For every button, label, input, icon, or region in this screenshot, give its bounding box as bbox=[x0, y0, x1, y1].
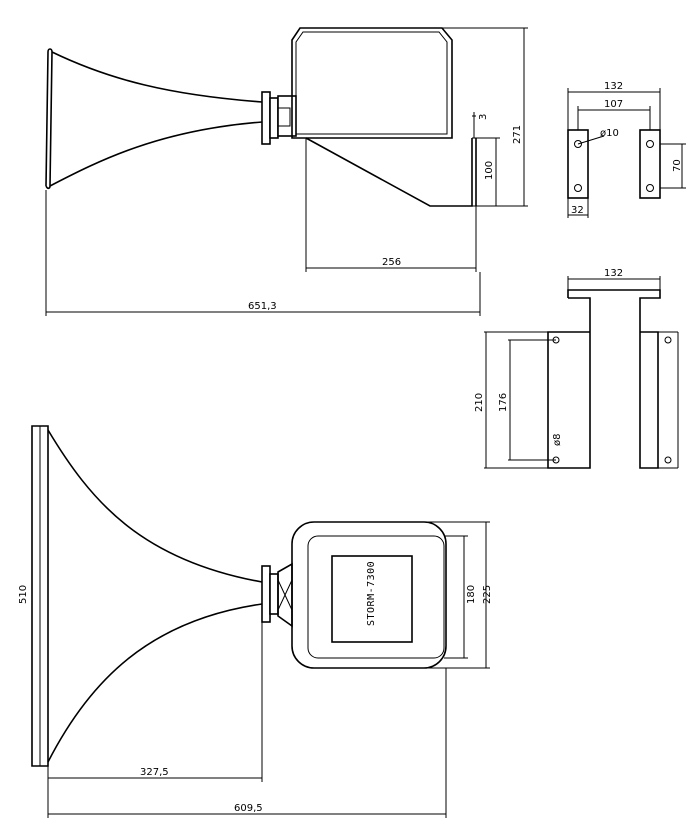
dim-front-horn-depth: 327,5 bbox=[140, 767, 169, 778]
dim-side-total-height: 271 bbox=[512, 125, 523, 144]
side-box-inner bbox=[295, 31, 448, 135]
bracket-side-hole-top-right bbox=[664, 336, 672, 344]
front-driver-cross-2 bbox=[277, 579, 293, 611]
front-driver-neck bbox=[269, 573, 279, 615]
dim-bracket-hole: ø10 bbox=[600, 128, 619, 139]
dim-bracket-side-hole-span: 176 bbox=[498, 393, 509, 412]
side-box-outline bbox=[291, 27, 453, 139]
dim-side-total-length: 651,3 bbox=[248, 301, 277, 312]
dim-bracket-side-height: 210 bbox=[474, 393, 485, 412]
side-driver-stub bbox=[277, 107, 291, 127]
bracket-top-hole-4 bbox=[646, 184, 654, 192]
bracket-top-hole-3 bbox=[646, 140, 654, 148]
bracket-top-hole-2 bbox=[574, 184, 582, 192]
dim-bracket-side-hole: ø8 bbox=[552, 434, 563, 446]
front-view: STORM-7300 180 225 510 327,5 609,5 bbox=[18, 425, 493, 818]
front-driver-flange bbox=[261, 565, 271, 623]
dim-front-horn-diameter: 510 bbox=[18, 585, 29, 604]
bracket-hole-leader bbox=[577, 135, 605, 145]
front-horn-lower-curve bbox=[47, 603, 263, 763]
bracket-side-hole-bottom-right bbox=[664, 456, 672, 464]
side-horn-upper-curve bbox=[51, 51, 263, 103]
side-driver-body bbox=[277, 95, 297, 137]
dim-bracket-top-height: 70 bbox=[672, 159, 683, 172]
bracket-top-view: ø10 132 107 70 32 bbox=[567, 81, 686, 218]
dim-front-total-length: 609,5 bbox=[234, 803, 263, 814]
side-bracket bbox=[305, 137, 473, 207]
bracket-side-top-bar bbox=[547, 289, 661, 469]
dim-side-small-gap: 3 bbox=[478, 114, 489, 120]
dim-front-box-outer-height: 225 bbox=[482, 585, 493, 604]
front-horn-upper-curve bbox=[47, 429, 263, 583]
front-label-plate bbox=[331, 555, 413, 643]
dim-bracket-top-inner: 107 bbox=[604, 99, 623, 110]
dim-bracket-side-width: 132 bbox=[604, 268, 623, 279]
dim-bracket-top-outer: 132 bbox=[604, 81, 623, 92]
front-box-inner bbox=[307, 535, 445, 659]
bracket-side-view: ø8 132 176 210 bbox=[474, 268, 679, 469]
side-horn-mouth bbox=[45, 48, 53, 190]
side-driver-neck bbox=[269, 97, 279, 139]
front-box-outer bbox=[291, 521, 447, 669]
bracket-top-hole-1 bbox=[574, 140, 582, 148]
side-driver-flange bbox=[261, 91, 271, 145]
dim-side-lower-height: 100 bbox=[484, 161, 495, 180]
dim-front-box-inner-height: 180 bbox=[466, 585, 477, 604]
dim-bracket-tab-width: 32 bbox=[571, 205, 584, 216]
model-plate-text: STORM-7300 bbox=[366, 561, 377, 626]
dim-side-box-depth: 256 bbox=[382, 257, 401, 268]
side-horn-lower-curve bbox=[49, 121, 263, 187]
side-view: 3 100 271 256 651,3 bbox=[45, 27, 528, 316]
